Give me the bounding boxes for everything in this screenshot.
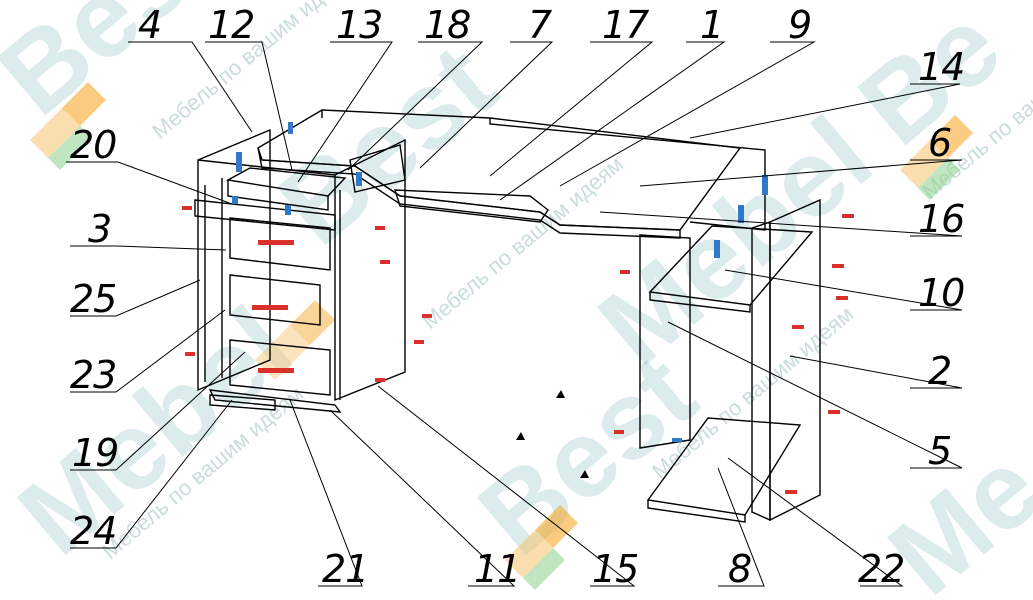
pedestal-front-top xyxy=(197,159,336,176)
part-label: 20 xyxy=(70,123,116,167)
drawer-front-2 xyxy=(229,217,331,271)
drawer-front-3 xyxy=(229,274,321,326)
watermark-logo xyxy=(900,115,973,200)
drawer-front-4 xyxy=(229,339,331,396)
fittings xyxy=(182,122,854,494)
drawer-top xyxy=(225,167,347,197)
part-label: 3 xyxy=(88,207,111,251)
svg-text:Best: Best xyxy=(256,21,518,268)
part-label: 6 xyxy=(928,121,951,165)
pedestal-left-side xyxy=(197,128,271,392)
part-label: 9 xyxy=(788,3,811,47)
part-label: 25 xyxy=(70,277,116,321)
part-label: 7 xyxy=(528,3,552,47)
part-label: 8 xyxy=(728,547,751,591)
part-label: 24 xyxy=(70,509,116,553)
part-label: 5 xyxy=(928,429,951,473)
watermark-logo xyxy=(505,505,578,590)
part-label: 4 xyxy=(138,3,161,47)
part-label: 23 xyxy=(70,353,116,397)
part-label: 1 xyxy=(700,3,723,47)
leader-lines xyxy=(66,41,963,587)
watermark-logo xyxy=(255,300,335,380)
lower-shelf xyxy=(646,417,802,516)
part-label: 11 xyxy=(474,547,520,591)
part-label: 2 xyxy=(928,349,951,393)
part-label: 13 xyxy=(336,3,382,47)
svg-text:Best: Best xyxy=(0,0,238,138)
part-label: 21 xyxy=(322,547,368,591)
desk-leg-panel xyxy=(639,234,691,449)
part-label: 17 xyxy=(602,3,649,47)
part-label: 12 xyxy=(208,3,254,47)
svg-text:Mebel: Mebel xyxy=(576,94,894,389)
part-label: 22 xyxy=(858,547,904,591)
part-label: 14 xyxy=(918,45,964,89)
part-label: 18 xyxy=(424,3,470,47)
part-label: 16 xyxy=(918,197,964,241)
part-labels: 4 12 13 18 7 17 1 9 14 6 16 10 2 5 22 8 … xyxy=(70,3,965,591)
part-label: 19 xyxy=(72,431,118,475)
part-label: 10 xyxy=(918,271,964,315)
upper-shelf xyxy=(648,225,814,306)
part-label: 15 xyxy=(592,547,638,591)
pedestal-right-side xyxy=(334,138,406,402)
watermark-logo xyxy=(30,82,106,170)
pedestal-bottom xyxy=(208,389,342,413)
